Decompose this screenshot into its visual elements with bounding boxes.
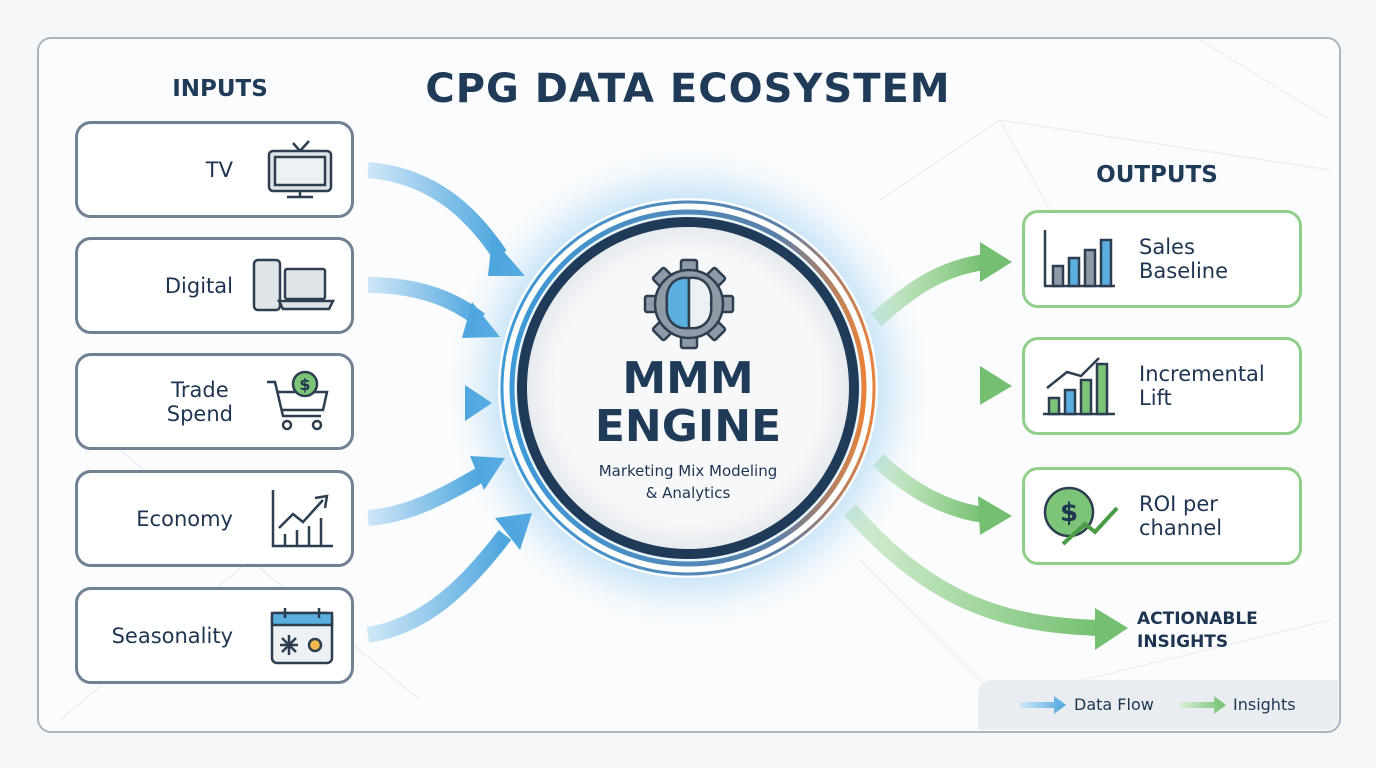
input-label: Digital <box>164 273 233 298</box>
gear-brain-icon <box>643 258 735 350</box>
svg-text:$: $ <box>299 375 310 394</box>
calendar-weather-icon <box>270 607 334 664</box>
output-incremental-lift: Incremental Lift <box>1022 337 1302 435</box>
arrow-economy <box>367 468 484 526</box>
data-flow-arrow-icon <box>1020 696 1066 714</box>
input-label: Economy <box>136 506 233 531</box>
trend-chart-icon <box>271 489 333 547</box>
engine-title: MMM ENGINE <box>538 355 838 451</box>
actionable-insights: ACTIONABLE INSIGHTS <box>1137 608 1258 654</box>
inputs-heading: INPUTS <box>172 76 268 102</box>
engine-title-line2: ENGINE <box>594 401 782 452</box>
input-label: Trade Spend <box>166 377 233 426</box>
input-label: Seasonality <box>111 623 233 648</box>
engine-subtitle-line1: Marketing Mix Modeling <box>598 462 778 480</box>
output-roi-per-channel: $ ROI per channel <box>1022 467 1302 565</box>
arrow-seasonality <box>366 530 512 643</box>
legend-insights: Insights <box>1233 695 1296 714</box>
arrow-tv <box>367 162 507 260</box>
input-trade-spend: Trade Spend $ <box>75 353 354 450</box>
input-economy: Economy <box>75 470 354 567</box>
outputs-heading: OUTPUTS <box>1096 162 1218 188</box>
actionable-line2: INSIGHTS <box>1137 632 1229 652</box>
engine-subtitle-line2: & Analytics <box>645 484 731 502</box>
legend-data-flow: Data Flow <box>1074 695 1154 714</box>
output-label: Sales Baseline <box>1139 235 1229 283</box>
output-label: ROI per channel <box>1139 492 1223 540</box>
engine-subtitle: Marketing Mix Modeling & Analytics <box>538 460 838 504</box>
output-sales-baseline: Sales Baseline <box>1022 210 1302 308</box>
arrow-digital <box>367 277 485 327</box>
output-label: Incremental Lift <box>1139 362 1265 410</box>
page-title: CPG DATA ECOSYSTEM <box>425 66 951 112</box>
insights-arrow-icon <box>1180 696 1226 714</box>
engine-title-line1: MMM <box>622 353 754 404</box>
shopping-cart-dollar-icon: $ <box>267 370 329 430</box>
bar-chart-icon <box>1043 230 1115 288</box>
mmm-engine <box>498 198 878 578</box>
input-digital: Digital <box>75 237 354 334</box>
input-label: TV <box>205 157 233 182</box>
devices-icon <box>252 258 335 311</box>
actionable-line1: ACTIONABLE <box>1137 609 1258 629</box>
growth-chart-icon <box>1043 357 1115 416</box>
tv-icon <box>267 139 333 198</box>
input-tv: TV <box>75 121 354 218</box>
input-seasonality: Seasonality <box>75 587 354 684</box>
engine-rings <box>500 200 876 576</box>
dollar-growth-icon: $ <box>1043 486 1119 546</box>
svg-text:$: $ <box>1060 498 1078 528</box>
